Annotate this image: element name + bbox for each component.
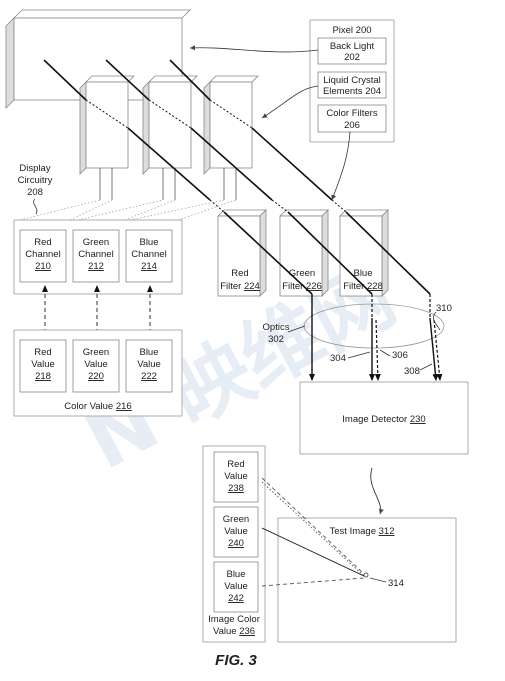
svg-text:Circuitry: Circuitry: [18, 175, 53, 186]
detector-to-test-arrow: [370, 467, 384, 515]
image-red-value-box-l1: Red: [227, 459, 244, 470]
rays-to-detector: [309, 294, 439, 381]
optics-labels: Optics 302 310 304 306 308: [263, 303, 452, 377]
pixel-title: Pixel 200: [332, 25, 371, 36]
svg-text:306: 306: [392, 350, 408, 361]
svg-text:Display: Display: [19, 163, 50, 174]
svg-text:310: 310: [436, 303, 452, 314]
svg-text:Value 236: Value 236: [213, 626, 255, 637]
green-channel-box-l1: Green: [83, 237, 109, 248]
svg-text:Green: Green: [289, 268, 315, 279]
green-value-box-l1: Green: [83, 347, 109, 358]
green-value-box-num: 220: [88, 371, 104, 382]
rays-dashed: [371, 294, 443, 381]
svg-text:206: 206: [344, 120, 360, 131]
image-color-value-label: Image Color Value 236: [208, 614, 260, 637]
blue-channel-box-l1: Blue: [139, 237, 158, 248]
red-value-box-l1: Red: [34, 347, 51, 358]
image-blue-value-box-l1: Blue: [226, 569, 245, 580]
svg-text:Blue: Blue: [353, 268, 372, 279]
red-channel-box-l1: Red: [34, 237, 51, 248]
figure-label: FIG. 3: [215, 652, 257, 669]
svg-text:Image Color: Image Color: [208, 614, 260, 625]
image-red-value-box-num: 238: [228, 483, 244, 494]
blue-value-box-l1: Blue: [139, 347, 158, 358]
svg-text:Filter 228: Filter 228: [343, 281, 383, 292]
green-channel-box-l2: Channel: [78, 249, 113, 260]
lc-elements: [79, 75, 259, 175]
light-rays-hidden: [85, 99, 347, 213]
svg-text:Back Light: Back Light: [330, 41, 375, 52]
blue-value-box-l2: Value: [137, 359, 161, 370]
test-image: Test Image 312 314: [277, 517, 457, 643]
image-green-value-box-l2: Value: [224, 526, 248, 537]
channel-boxes: RedChannel210GreenChannel212BlueChannel2…: [19, 229, 173, 283]
pixel-leaders: [189, 45, 351, 201]
channel-links: [19, 199, 237, 221]
image-detector: Image Detector 230: [299, 381, 469, 455]
green-channel-box-num: 212: [88, 261, 104, 272]
blue-channel-box-l2: Channel: [131, 249, 166, 260]
red-value-box-l2: Value: [31, 359, 55, 370]
svg-text:202: 202: [344, 52, 360, 63]
lc-legs: [99, 168, 237, 200]
filter-labels: Red Filter 224 Green Filter 226 Blue Fil…: [220, 268, 383, 292]
color-filters: [217, 209, 389, 297]
svg-text:208: 208: [27, 187, 43, 198]
svg-text:Elements 204: Elements 204: [323, 86, 381, 97]
svg-text:Color Filters: Color Filters: [326, 108, 377, 119]
red-channel-box-num: 210: [35, 261, 51, 272]
svg-text:Test Image 312: Test Image 312: [330, 526, 395, 537]
green-value-box-l2: Value: [84, 359, 108, 370]
svg-text:Red: Red: [231, 268, 248, 279]
image-green-value-box-l1: Green: [223, 514, 249, 525]
svg-text:308: 308: [404, 366, 420, 377]
image-green-value-box-num: 240: [228, 538, 244, 549]
svg-text:Liquid Crystal: Liquid Crystal: [323, 75, 381, 86]
light-rays: [43, 59, 431, 295]
image-blue-value-box-num: 242: [228, 593, 244, 604]
svg-text:302: 302: [268, 334, 284, 345]
svg-text:314: 314: [388, 578, 404, 589]
pixel-box: Pixel 200 Back Light 202 Liquid Crystal …: [309, 19, 395, 143]
svg-text:Filter 224: Filter 224: [220, 281, 260, 292]
image-blue-value-box-l2: Value: [224, 581, 248, 592]
blue-channel-box-num: 214: [141, 261, 157, 272]
svg-text:Image Detector 230: Image Detector 230: [342, 414, 425, 425]
svg-text:Optics: Optics: [263, 322, 290, 333]
color-value-label: Color Value 216: [64, 401, 131, 412]
svg-text:Filter 226: Filter 226: [282, 281, 322, 292]
red-channel-box-l2: Channel: [25, 249, 60, 260]
circuitry-label: Display Circuitry 208: [18, 163, 53, 215]
red-value-box-num: 218: [35, 371, 51, 382]
image-value-links: [261, 477, 365, 587]
blue-value-box-num: 222: [141, 371, 157, 382]
image-red-value-box-l2: Value: [224, 471, 248, 482]
svg-text:304: 304: [330, 353, 346, 364]
